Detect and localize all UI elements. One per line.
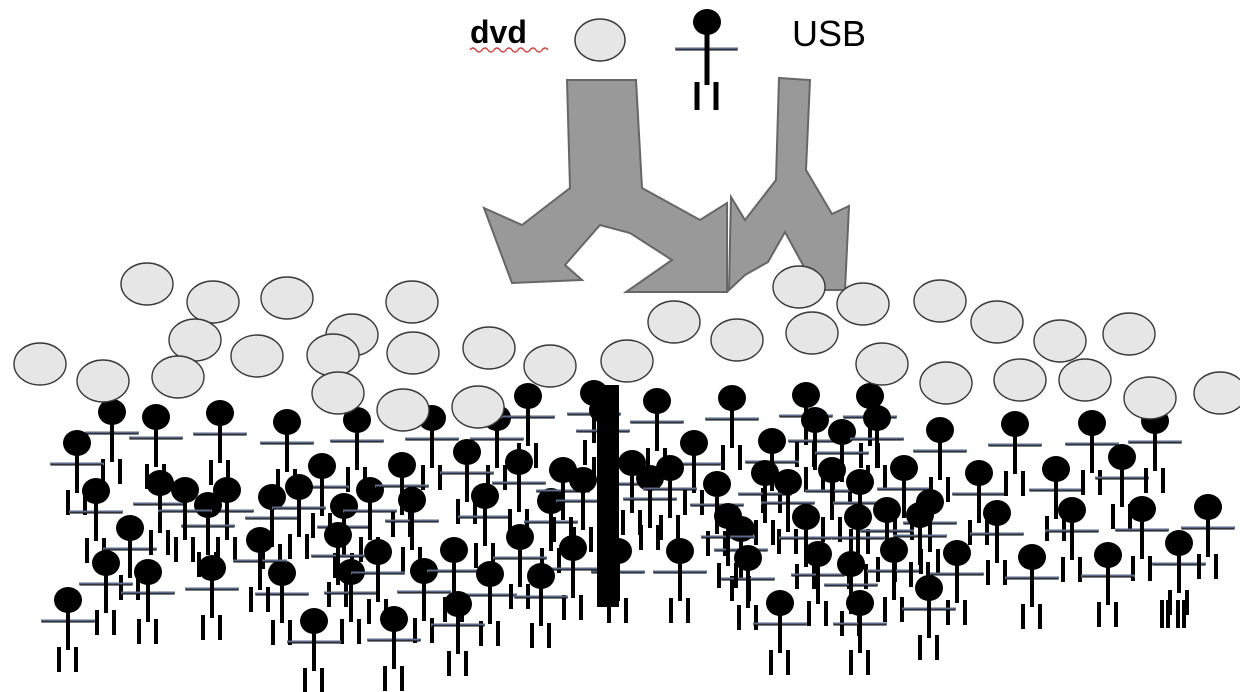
usb-stick-figure-icon	[738, 460, 792, 545]
usb-stick-figure-icon	[701, 503, 755, 588]
usb-stick-figure-icon	[330, 407, 384, 492]
usb-stick-figure-icon	[1095, 444, 1149, 529]
disc-icon	[168, 318, 222, 362]
usb-stick-figure-icon	[721, 545, 775, 630]
usb-stick-figure-icon	[1115, 496, 1169, 581]
disc-icon	[462, 326, 516, 370]
usb-stick-figure-icon	[643, 455, 697, 540]
usb-stick-figure-icon	[492, 449, 546, 534]
usb-stick-figure-icon	[850, 405, 904, 490]
usb-stick-figure-icon	[431, 591, 485, 676]
usb-stick-figure-icon	[324, 559, 378, 644]
usb-stick-figure-icon	[988, 411, 1042, 496]
usb-stick-figure-icon	[1065, 410, 1119, 495]
usb-stick-figure-icon	[233, 527, 287, 612]
usb-stick-figure-icon	[902, 575, 956, 660]
disc-icon	[186, 280, 240, 324]
spellcheck-underline	[469, 47, 549, 53]
dvd-label: dvd	[470, 14, 527, 50]
usb-stick-figure-icon	[440, 439, 494, 524]
disc-icon	[13, 342, 67, 386]
usb-stick-figure-icon	[79, 550, 133, 635]
usb-stick-figure-icon	[272, 474, 326, 559]
large-forked-arrow-icon	[482, 79, 728, 293]
disc-icon	[1193, 371, 1240, 415]
dvd-disc-icon	[574, 18, 626, 62]
crowd	[13, 262, 1240, 692]
disc-icon	[230, 334, 284, 378]
usb-stick-figure-icon	[970, 500, 1024, 585]
usb-stick-figure-icon	[85, 399, 139, 484]
disc-icon	[836, 282, 890, 326]
disc-icon	[1102, 312, 1156, 356]
usb-stick-figure-icon	[185, 555, 239, 640]
disc-icon	[306, 333, 360, 377]
usb-stick-figure-icon	[121, 559, 175, 644]
usb-stick-figure-icon	[546, 535, 600, 620]
usb-stick-figure-icon	[514, 563, 568, 648]
disc-icon	[260, 276, 314, 320]
usb-stick-figure-icon	[41, 587, 95, 672]
usb-stick-figure-icon	[287, 608, 341, 692]
disc-icon	[785, 311, 839, 355]
usb-stick-figure-icon	[705, 385, 759, 470]
usb-stick-figure-icon	[1045, 497, 1099, 582]
usb-stick-figure-icon	[1181, 494, 1235, 579]
disc-icon	[1058, 358, 1112, 402]
usb-stick-figure-icon	[255, 560, 309, 645]
disc-icon	[855, 342, 909, 386]
disc-icon	[710, 318, 764, 362]
usb-stick-figure-icon	[193, 400, 247, 485]
legend: dvd USB	[469, 9, 866, 110]
disc-icon	[376, 388, 430, 432]
disc-icon	[913, 279, 967, 323]
usb-stick-figure-icon	[1081, 542, 1135, 627]
usb-label: USB	[792, 13, 866, 54]
disc-icon	[451, 385, 505, 429]
disc-icon	[385, 280, 439, 324]
disc-icon	[523, 344, 577, 388]
usb-stick-figure-icon	[367, 606, 421, 691]
disc-icon	[1123, 376, 1177, 420]
usb-stick-figure-icon	[675, 9, 738, 110]
disc-icon	[120, 262, 174, 306]
disc-icon	[311, 371, 365, 415]
disc-icon	[772, 265, 826, 309]
usb-stick-figure-icon	[753, 590, 807, 675]
usb-stick-figure-icon	[761, 469, 815, 554]
disc-icon	[919, 361, 973, 405]
disc-icon	[76, 359, 130, 403]
usb-stick-figure-icon	[50, 430, 104, 515]
usb-stick-figure-icon	[1128, 408, 1182, 493]
funnels	[482, 76, 851, 293]
disc-icon	[600, 339, 654, 383]
usb-stick-figure-icon	[103, 515, 157, 600]
disc-icon	[993, 358, 1047, 402]
disc-icon	[970, 300, 1024, 344]
usb-stick-figure-icon	[653, 538, 707, 623]
disc-icon	[151, 355, 205, 399]
usb-stick-figure-icon	[69, 478, 123, 563]
central-usb-bar	[597, 385, 619, 607]
usb-stick-figure-icon	[463, 561, 517, 646]
usb-stick-figure-icon	[930, 540, 984, 625]
disc-icon	[647, 300, 701, 344]
usb-stick-figure-icon	[791, 541, 845, 626]
usb-stick-figure-icon	[833, 590, 887, 675]
usb-stick-figure-icon	[397, 558, 451, 643]
usb-stick-figure-icon	[158, 477, 212, 562]
usb-stick-figure-icon	[1005, 544, 1059, 629]
disc-icon	[386, 331, 440, 375]
disc-icon	[1033, 319, 1087, 363]
usb-stick-figure-icon	[893, 502, 947, 587]
small-forked-arrow-icon	[727, 76, 851, 293]
